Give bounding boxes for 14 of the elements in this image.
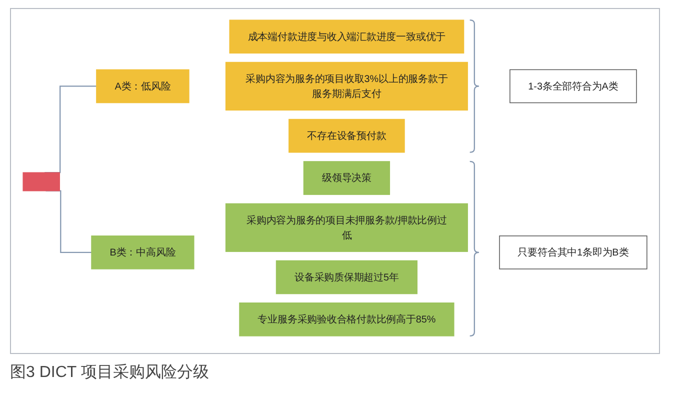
node-box <box>303 162 390 196</box>
node-box <box>239 302 454 337</box>
node-box <box>22 172 60 192</box>
node-box <box>288 119 405 154</box>
node-box <box>96 70 190 104</box>
node-box <box>229 20 464 54</box>
figure-caption: 图3 DICT 项目采购风险分级 <box>10 362 209 383</box>
node-box <box>510 70 637 104</box>
node-box <box>225 62 468 112</box>
node-box <box>499 236 648 270</box>
node-box <box>225 204 468 252</box>
diagram-frame: A类：低风险 B类：中高风险 成本端付款进度与收入端汇款进度一致或优于 采购内容为服务的项目收取3%以上的服务款于服务期满后支付 不存在设备预付款 级领导决策 采购内容为服务的项目未押服务款/押款比例过低 设备采购质保期超过5年 专业服务采购验收合格付款比例高于85% 1-3条全部符合为A类 只要符合其中1条即为B类 <box>10 8 660 354</box>
node-box <box>91 236 194 270</box>
node-box <box>276 260 418 295</box>
